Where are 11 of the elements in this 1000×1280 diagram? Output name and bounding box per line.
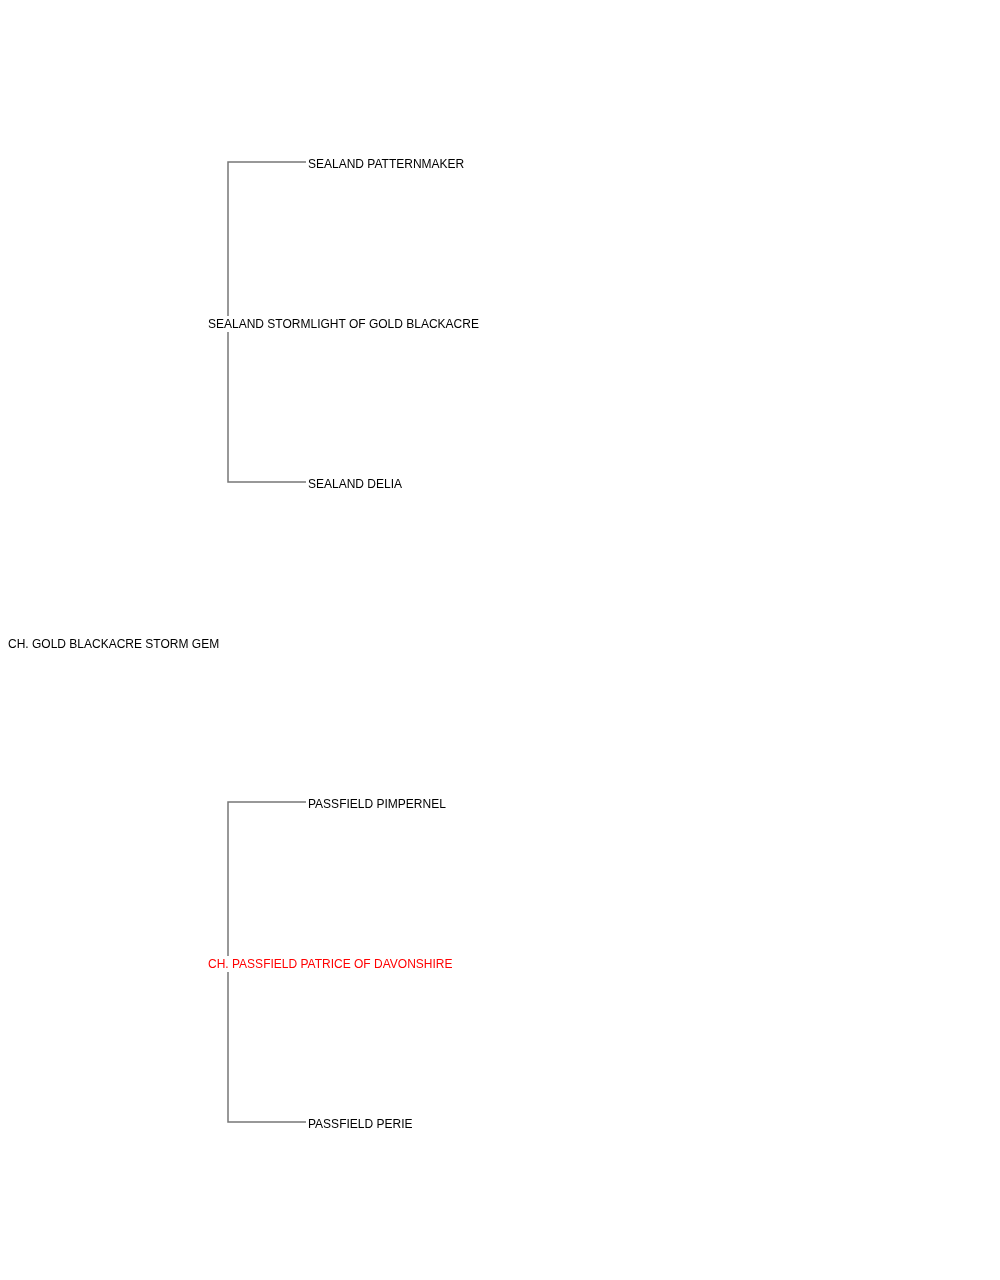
name-label: SEALAND STORMLIGHT OF GOLD BLACKACRE xyxy=(206,316,481,332)
name-label: PASSFIELD PERIE xyxy=(306,1116,415,1132)
connector-line xyxy=(227,971,307,1123)
name-label: CH. GOLD BLACKACRE STORM GEM xyxy=(6,636,222,652)
name-label: SEALAND PATTERNMAKER xyxy=(306,156,467,172)
connector-line xyxy=(227,801,307,957)
name-label: PASSFIELD PIMPERNEL xyxy=(306,796,448,812)
name-label: CH. PASSFIELD PATRICE OF DAVONSHIRE xyxy=(206,956,455,972)
name-label: SEALAND DELIA xyxy=(306,476,405,492)
connector-line xyxy=(227,331,307,483)
connector-line xyxy=(227,161,307,317)
